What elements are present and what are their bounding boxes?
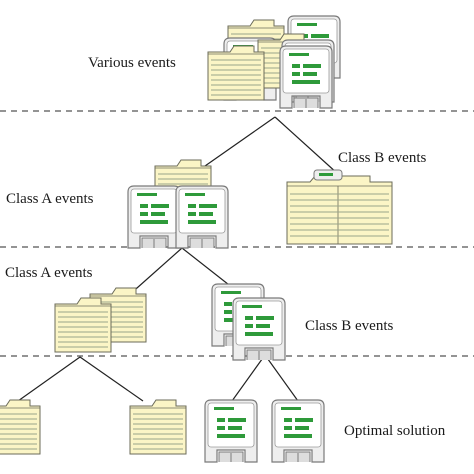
edge-subclass-b-to-optimal-1 bbox=[231, 354, 266, 402]
folder-icon bbox=[54, 297, 112, 353]
class-b-group bbox=[286, 169, 393, 245]
folder-icon bbox=[0, 399, 41, 455]
folder-icon bbox=[129, 399, 187, 455]
class-a-group bbox=[127, 159, 229, 249]
data-card-icon bbox=[127, 185, 181, 249]
leaf-folders bbox=[0, 399, 187, 455]
label-class-a-events-top: Class A events bbox=[6, 191, 94, 207]
subclass-b-group bbox=[211, 283, 286, 361]
edge-root-to-class-b bbox=[274, 116, 339, 175]
edge-class-a-to-subclass-a bbox=[127, 247, 183, 297]
subclass-a-group bbox=[54, 287, 147, 353]
various-events-cluster bbox=[207, 15, 341, 109]
data-card-icon bbox=[232, 297, 286, 361]
tree-edges bbox=[17, 116, 339, 402]
data-card-icon bbox=[279, 45, 333, 109]
folder-icon bbox=[207, 45, 265, 101]
label-various-events: Various events bbox=[88, 55, 176, 71]
edge-subclass-a-to-leaf-2 bbox=[79, 356, 144, 402]
edge-subclass-b-to-optimal-2 bbox=[264, 354, 299, 402]
data-card-icon bbox=[204, 399, 258, 463]
edge-subclass-a-to-leaf-1 bbox=[17, 356, 81, 402]
label-optimal-solution: Optimal solution bbox=[344, 423, 446, 439]
folder-icon bbox=[286, 169, 393, 245]
optimal-solution-cards bbox=[204, 399, 325, 463]
label-class-b-events-mid: Class B events bbox=[305, 318, 394, 334]
data-card-icon bbox=[175, 185, 229, 249]
label-class-b-events-top: Class B events bbox=[338, 150, 427, 166]
data-card-icon bbox=[271, 399, 325, 463]
label-class-a-events-mid: Class A events bbox=[5, 265, 93, 281]
